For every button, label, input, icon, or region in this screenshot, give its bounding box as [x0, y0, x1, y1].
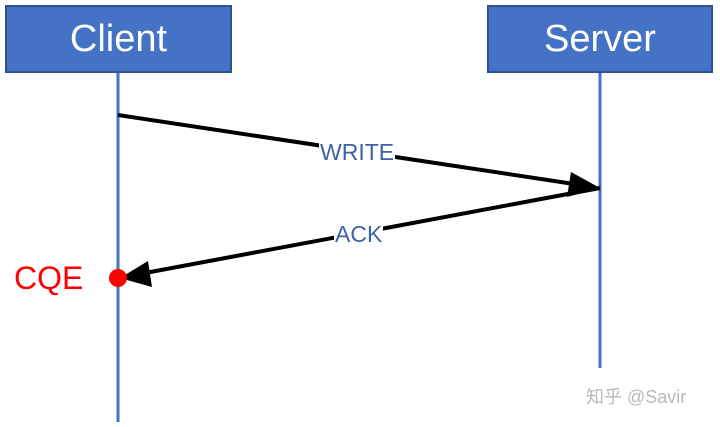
ack-arrowhead [120, 261, 152, 287]
server-actor-box: Server [487, 5, 713, 73]
watermark: 知乎 @Savir [586, 387, 687, 407]
cqe-label: CQE [14, 260, 84, 296]
client-actor-box: Client [5, 5, 232, 73]
cqe-marker [109, 269, 127, 287]
write-message-label: WRITE [319, 139, 396, 165]
client-actor-label: Client [69, 17, 168, 60]
ack-message-label: ACK [334, 221, 384, 247]
server-actor-label: Server [544, 17, 656, 60]
